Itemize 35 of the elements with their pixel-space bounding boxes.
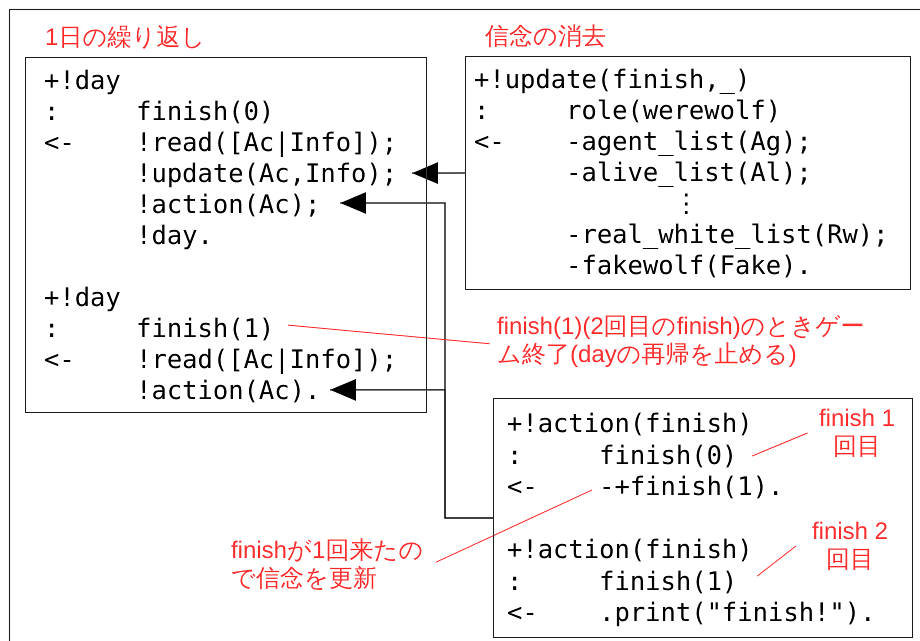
leader-line <box>752 432 808 457</box>
code-line: !action(Ac). <box>135 376 320 407</box>
annotation: finish 1回目 <box>812 405 902 461</box>
code-line: : finish(1) <box>507 566 738 598</box>
arrow <box>412 162 465 184</box>
arrow <box>330 378 493 519</box>
code-line: -alive_list(Al); <box>565 158 812 189</box>
code-line: <- -agent_list(Ag); <box>474 127 812 158</box>
code-line: : finish(0) <box>44 97 274 128</box>
code-line: !update(Ac,Info); <box>135 159 398 190</box>
annotation: finishが1回来たので信念を更新 <box>231 537 436 593</box>
code-line: : finish(1) <box>44 314 274 345</box>
section-heading: 1日の繰り返し <box>45 23 206 53</box>
code-line: !action(Ac); <box>135 190 320 221</box>
code-line: !day. <box>135 221 213 252</box>
section-heading: 信念の消去 <box>485 22 606 52</box>
annotation: finish(1)(2回目のfinish)のときゲーム終了(dayの再帰を止める) <box>497 313 869 369</box>
leader-line <box>756 546 796 577</box>
code-line: <- !read([Ac|Info]); <box>44 128 398 159</box>
code-line: <- !read([Ac|Info]); <box>44 345 398 376</box>
annotation: finish 2回目 <box>805 518 895 574</box>
code-line: -fakewolf(Fake). <box>565 251 812 282</box>
leader-line <box>436 489 593 563</box>
code-line: <- -+finish(1). <box>507 472 784 503</box>
leader-line <box>287 324 490 344</box>
code-line: : finish(0) <box>507 440 738 472</box>
code-line: +!update(finish,_) <box>474 65 750 96</box>
code-line: +!action(finish) <box>507 409 753 440</box>
code-line: ⋮ <box>672 189 700 220</box>
code-line: -real_white_list(Rw); <box>565 220 889 251</box>
code-line: +!action(finish) <box>507 535 753 566</box>
code-line: <- .print("finish!"). <box>507 598 876 629</box>
code-line: : role(werewolf) <box>474 96 782 127</box>
code-line: +!day <box>44 66 121 97</box>
code-line: +!day <box>44 283 121 314</box>
